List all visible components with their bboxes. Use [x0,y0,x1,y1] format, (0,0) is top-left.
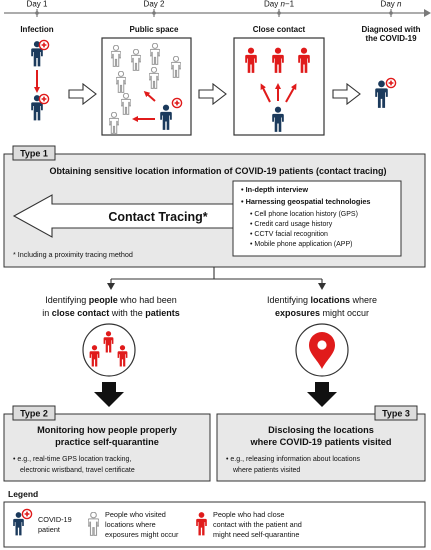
legend-visitor-label-line1: People who visited [105,510,166,519]
legend-visitor-label-line3: exposures might occur [105,530,179,539]
public-space-title: Public space [130,25,179,34]
method-subitem: • Cell phone location history (GPS) [250,211,358,218]
branch-connector [110,267,323,284]
type2-title-line1: Monitoring how people properly [37,425,178,435]
type3-panel: Type 3 Disclosing the locations where CO… [216,405,426,482]
location-pin-icon [309,332,335,369]
day-n-label: Day n [381,0,402,9]
close-contact-title: Close contact [253,25,306,34]
legend-patient-label-line2: patient [38,525,60,534]
contact-arrow [285,83,297,103]
contact-tracing-label: Contact Tracing* [108,210,207,224]
method-item: • In-depth interview [241,185,308,194]
diagnosed-scene [375,77,397,108]
day-2-label: Day 2 [144,0,165,9]
virus-badge-icon [38,93,50,105]
virus-badge-icon [171,97,183,109]
type2-example-line1: • e.g., real-time GPS location tracking, [13,456,131,463]
timeline: Day 1 Day 2 Day n−1 Day n Infection Publ… [4,0,431,43]
type3-badge [374,405,418,421]
type3-title-line2: where COVID-19 patients visited [250,437,392,447]
method-subitem: • Credit card usage history [250,221,333,228]
flow-arrow-icon [198,82,227,106]
type1-badge-label: Type 1 [20,149,48,159]
down-arrow-icon [307,382,337,407]
type1-panel: Type 1 Obtaining sensitive location info… [3,145,426,268]
method-subitem: • Mobile phone application (APP) [250,241,352,248]
legend-visitor-label-line2: locations where [105,520,156,529]
timeline-tick-dayn1 [277,9,281,17]
type1-footnote: * Including a proximity tracing method [13,250,133,259]
type2-badge [12,405,56,421]
virus-badge-icon [385,77,397,89]
type2-example-line2: electronic wristband, travel certificate [20,467,135,474]
virus-badge-icon [38,39,50,51]
legend: Legend COVID-19 patient People who visit… [3,489,426,548]
method-subitem: • CCTV facial recognition [250,231,328,238]
type2-panel: Type 2 Monitoring how people properly pr… [3,405,211,482]
type3-example-line2: where patients visited [232,467,300,474]
branch-left-line2: in close contact with the patients [42,308,180,318]
virus-badge-icon [21,508,33,520]
day-1-label: Day 1 [27,0,48,9]
flow-arrow-icon [68,82,97,106]
method-item: • Harnessing geospatial technologies [241,197,370,206]
tracing-methods-box [232,180,402,257]
type3-example-line1: • e.g., releasing information about loca… [226,456,360,463]
type3-badge-label: Type 3 [382,409,410,419]
down-arrow-icon [94,382,124,407]
flow-arrow-icon [332,82,361,106]
legend-patient-label-line1: COVID-19 [38,515,72,524]
branch-left-line1: Identifying people who had been [45,295,177,305]
branch-left: Identifying people who had been in close… [42,295,180,407]
movement-arrow [143,91,156,102]
type1-badge [12,145,56,161]
infection-title: Infection [20,25,53,34]
branch-right-line2: exposures might occur [275,308,369,318]
public-space-scene [101,37,192,136]
timeline-tick-day2 [152,9,156,17]
legend-contact-label-line3: might need self-quarantine [213,530,299,539]
legend-title: Legend [8,489,38,499]
diagnosed-title-line2: the COVID-19 [365,34,417,43]
branch-right: Identifying locations where exposures mi… [267,295,377,407]
branch-arrowhead-right [318,283,326,290]
type2-badge-label: Type 2 [20,409,48,419]
legend-contact-label-line2: contact with the patient and [213,520,302,529]
contact-arrow [260,83,271,103]
branch-arrowhead-left [107,283,115,290]
diagnosed-title-line1: Diagnosed with [361,25,420,34]
close-contact-scene [233,37,325,136]
timeline-tick-day1 [35,9,39,17]
day-n-minus-1-label: Day n−1 [264,0,295,9]
infection-scene [31,39,50,121]
legend-contact-label-line1: People who had close [213,510,284,519]
type2-title-line2: practice self-quarantine [55,437,159,447]
timeline-tick-dayn [389,9,393,17]
type1-title: Obtaining sensitive location information… [49,166,386,176]
branch-right-line1: Identifying locations where [267,295,377,305]
patient-icon [375,80,388,108]
type3-title-line1: Disclosing the locations [268,425,374,435]
